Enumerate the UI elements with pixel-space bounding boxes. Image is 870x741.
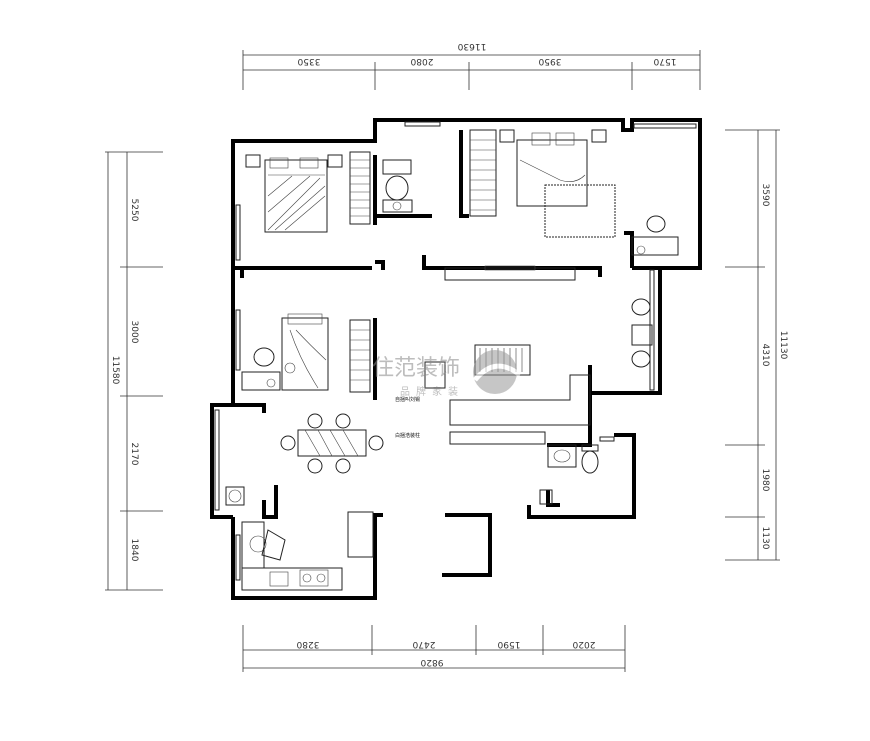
kitchen — [225, 486, 374, 591]
desk — [241, 371, 281, 391]
washing-machine — [225, 486, 245, 506]
bottom-dim-1: 3280 — [296, 639, 319, 649]
double-bed — [516, 139, 588, 207]
toilet-tank — [382, 159, 412, 175]
left-dimension: 11580 5250 3000 2170 1840 — [105, 151, 163, 591]
stool-icon — [631, 350, 651, 368]
bathroom-1 — [382, 159, 413, 213]
kitchen-counter — [241, 567, 343, 591]
left-dim-2: 3000 — [129, 321, 139, 344]
pillow — [299, 157, 319, 169]
bedroom-rug — [544, 184, 616, 238]
toilet-icon — [581, 450, 599, 474]
watermark-logo-icon — [473, 350, 517, 394]
annotation-2: 白捆浩装柱 — [395, 432, 420, 439]
toilet-tank — [581, 444, 599, 452]
tv-icon — [484, 265, 536, 271]
shower-icon — [539, 489, 553, 505]
right-dim-2: 4310 — [760, 344, 770, 367]
side-table — [631, 324, 653, 346]
living-room: 自捆叫刘锡 白捆浩装柱 — [395, 265, 653, 439]
left-total-dim: 11580 — [110, 356, 120, 385]
stool-icon — [631, 298, 651, 316]
sink-icon — [547, 444, 577, 468]
top-dim-4: 1570 — [653, 56, 676, 66]
bedroom-1 — [245, 151, 371, 233]
wardrobe — [349, 319, 371, 393]
wardrobe — [349, 151, 371, 225]
dining-chair — [280, 435, 296, 451]
top-dimension: 11630 3350 2080 3950 1570 — [242, 41, 701, 90]
right-dim-1: 3590 — [760, 184, 770, 207]
l-sofa — [449, 374, 591, 426]
dining-chair — [368, 435, 384, 451]
nightstand — [591, 129, 607, 143]
top-total-dim: 11630 — [457, 41, 486, 51]
storage-unit — [449, 431, 546, 445]
sink-icon — [382, 199, 413, 213]
bathroom-2 — [449, 431, 599, 505]
pillow — [555, 132, 575, 146]
kitchen-counter-side — [241, 521, 265, 569]
dining — [280, 413, 384, 474]
single-bed — [281, 317, 329, 391]
bottom-dim-4: 2020 — [572, 639, 595, 649]
right-dim-4: 1130 — [760, 527, 770, 550]
nightstand — [327, 154, 343, 168]
right-dimension: 3590 4310 1980 1130 11130 — [725, 129, 788, 561]
watermark-subtext: 品牌家装 — [400, 385, 464, 398]
left-dim-3: 2170 — [129, 443, 139, 466]
tv-cabinet — [444, 267, 576, 281]
top-dim-3: 3950 — [538, 56, 561, 66]
master-bedroom — [469, 129, 679, 256]
watermark-text: 住范装饰 — [372, 356, 460, 381]
chair-icon — [261, 529, 286, 561]
chair-icon — [253, 347, 275, 367]
nightstand — [245, 154, 261, 168]
windows — [214, 121, 697, 581]
pillow — [531, 132, 551, 146]
dining-chair — [335, 458, 351, 474]
toilet-icon — [385, 175, 409, 201]
dining-chair — [307, 413, 323, 429]
wardrobe — [469, 129, 497, 217]
armchair-icon — [424, 361, 446, 389]
dining-chair — [307, 458, 323, 474]
bottom-dimension: 3280 2470 1590 2020 9820 — [242, 625, 626, 672]
bedroom-2 — [241, 313, 371, 393]
bottom-total-dim: 9820 — [420, 657, 443, 667]
nightstand — [499, 129, 515, 143]
watermark: 住范装饰 品牌家装 — [372, 350, 522, 398]
bottom-dim-2: 2470 — [412, 639, 435, 649]
stove-icon — [299, 569, 329, 587]
cabinet — [347, 511, 374, 558]
dining-chair — [335, 413, 351, 429]
top-dim-1: 3350 — [297, 56, 320, 66]
left-dim-4: 1840 — [129, 539, 139, 562]
annotation-1: 自捆叫刘锡 — [395, 396, 420, 403]
double-bed — [264, 159, 328, 233]
top-dim-2: 2080 — [410, 56, 433, 66]
left-dim-1: 5250 — [129, 199, 139, 222]
sink-icon — [269, 571, 289, 587]
bottom-dim-3: 1590 — [497, 639, 520, 649]
chair-icon — [646, 215, 666, 233]
pillow — [269, 157, 289, 169]
pillow — [287, 313, 323, 325]
right-total-dim: 11130 — [778, 331, 788, 360]
desk — [631, 236, 679, 256]
right-dim-3: 1980 — [760, 469, 770, 492]
